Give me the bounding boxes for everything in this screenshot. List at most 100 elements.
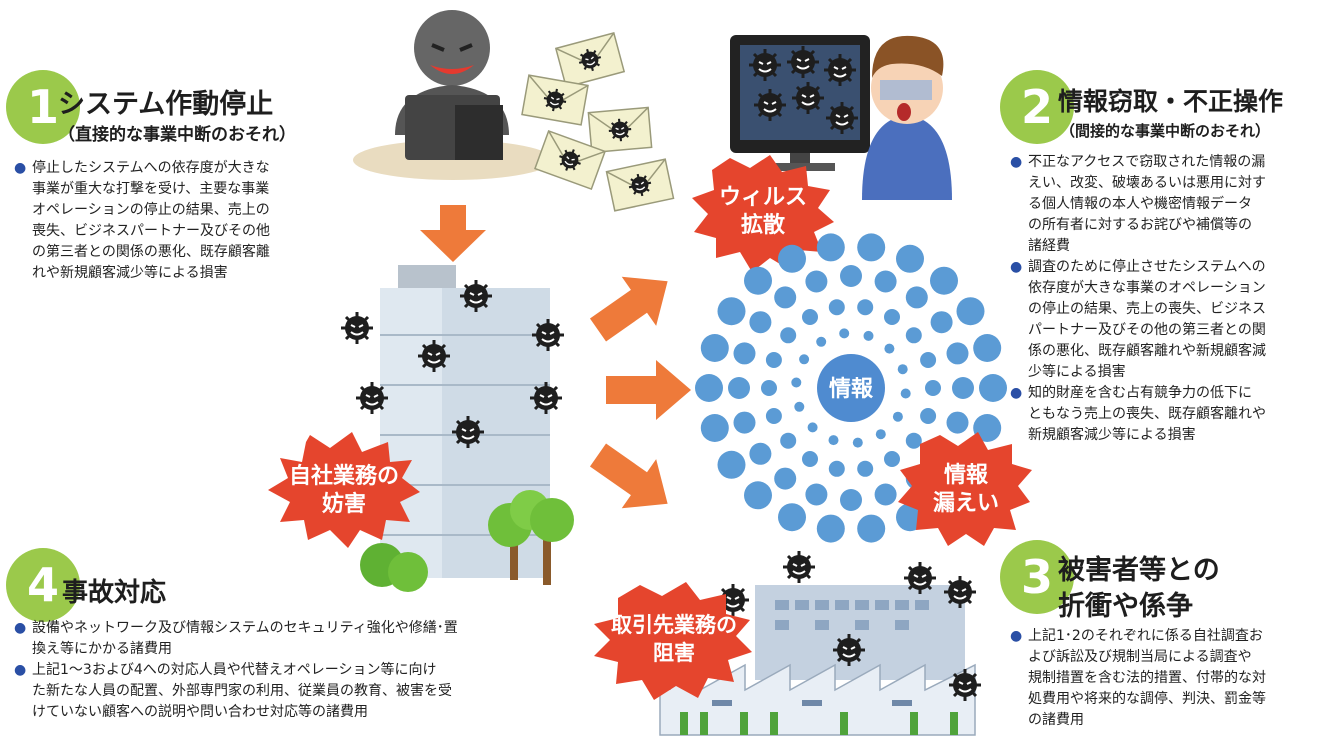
panel2-title: 情報窃取・不正操作 [1058, 87, 1284, 116]
panel2-bullet-text: 調査のために停止させたシステムへの 依存度が大きな事業のオペレーション の停止の… [1028, 259, 1266, 380]
panel4-number-badge: 4 [6, 548, 80, 622]
info-dot [905, 327, 922, 344]
info-center-label: 情報 [829, 376, 874, 402]
info-dot [930, 311, 953, 334]
panel1-bullet-text: 停止したシステムへの依存度が大きな 事業が重大な打撃を受け、主要な事業 オペレー… [32, 160, 270, 281]
info-dot [733, 342, 756, 365]
info-dot [733, 411, 756, 434]
info-dot [946, 342, 969, 365]
info-dot [839, 328, 850, 339]
info-dot [930, 266, 958, 295]
info-dot [799, 354, 810, 365]
list-item: 不正なアクセスで窃取された情報の漏 えい、改変、破壊あるいは悪用に対す る個人情… [1010, 152, 1335, 257]
info-dot [874, 270, 897, 293]
info-dot [717, 450, 746, 479]
partner-business-label-line1: 取引先業務の [611, 613, 737, 637]
info-dot [857, 233, 886, 262]
panel3-title-line1: 被害者等との [1058, 555, 1220, 586]
virus-spread-burst [692, 155, 834, 272]
info-dot [728, 377, 750, 399]
info-dot [896, 244, 924, 273]
info-dot [874, 483, 897, 506]
info-dot [807, 422, 818, 433]
partner-business-label-line2: 阻害 [653, 641, 695, 665]
info-dot [778, 244, 806, 273]
info-dot [900, 388, 911, 399]
info-dot [717, 297, 746, 326]
panel4-bullet-list: 設備やネットワーク及び情報システムのセキュリティ強化や修繕･置 換え等にかかる諸… [14, 618, 594, 723]
own-business-label-line2: 妨害 [322, 491, 366, 517]
info-dot [884, 309, 900, 325]
list-item: 設備やネットワーク及び情報システムのセキュリティ強化や修繕･置 換え等にかかる諸… [14, 618, 594, 660]
info-dot [973, 334, 1002, 362]
info-dot [884, 451, 900, 467]
info-dot [765, 408, 782, 424]
panel3-title-line2: 折衝や係争 [1058, 591, 1193, 622]
computer-virus-icon [730, 35, 870, 171]
list-item: 上記1～3および4への対応人員や代替えオペレーション等に向け た新たな人員の配置… [14, 660, 594, 723]
arrow-icon [580, 256, 685, 355]
info-dot [946, 411, 969, 434]
panel1-number-badge: 1 [6, 70, 80, 144]
own-business-label-line1: 自社業務の [289, 463, 399, 489]
info-leak-label-line2: 漏えい [933, 490, 999, 516]
info-dot [805, 270, 828, 293]
info-dot [828, 299, 845, 316]
info-dot [780, 432, 797, 449]
virus-spread-label-line2: 拡散 [741, 213, 786, 238]
info-dot [857, 460, 874, 477]
list-item: 知的財産を含む占有競争力の低下に ともなう売上の喪失、既存顧客離れや 新規顧客減… [1010, 383, 1335, 446]
info-dot [863, 330, 874, 341]
info-dot [956, 297, 985, 326]
info-dot [816, 514, 845, 543]
info-dot [695, 374, 723, 402]
info-dot [973, 414, 1002, 442]
info-dot [774, 286, 797, 309]
info-dot [840, 265, 862, 287]
list-item: 上記1･2のそれぞれに係る自社調査お よび訴訟及び規制当局による調査や 規制措置… [1010, 626, 1335, 731]
panel4-bullet-text: 上記1～3および4への対応人員や代替えオペレーション等に向け た新たな人員の配置… [32, 662, 452, 720]
office-building-icon [339, 265, 566, 578]
info-dot [884, 343, 895, 354]
panel2-subtitle: （間接的な事業中断のおそれ） [1060, 122, 1271, 140]
panel3-bullet-list: 上記1･2のそれぞれに係る自社調査お よび訴訟及び規制当局による調査や 規制措置… [1010, 626, 1335, 731]
info-dot [952, 377, 974, 399]
info-dot [920, 352, 937, 368]
info-dot [749, 311, 772, 334]
info-dot [816, 233, 845, 262]
hacker-icon [353, 10, 553, 180]
panel1-title: システム作動停止 [58, 89, 274, 120]
info-dot [920, 408, 937, 424]
list-item: 停止したシステムへの依存度が大きな 事業が重大な打撃を受け、主要な事業 オペレー… [14, 158, 374, 284]
info-dot [905, 432, 922, 449]
info-dot [828, 435, 839, 446]
info-dot [700, 414, 729, 442]
info-dot [765, 352, 782, 368]
info-dot [925, 380, 941, 396]
info-dot [761, 380, 777, 396]
info-dot [802, 309, 818, 325]
info-dot [840, 489, 862, 511]
info-dot [802, 451, 818, 467]
info-dot [744, 266, 772, 295]
panel1-subtitle: （直接的な事業中断のおそれ） [58, 125, 296, 145]
virus-email-icon [521, 32, 675, 212]
info-leak-label-line1: 情報 [944, 462, 989, 488]
info-dot [700, 334, 729, 362]
panel2-number-badge: 2 [1000, 70, 1074, 144]
info-dot [794, 401, 805, 412]
own-business-burst [268, 432, 420, 548]
partner-business-burst [594, 582, 752, 700]
virus-spread-label-line1: ウィルス [719, 185, 807, 210]
info-dot [774, 467, 797, 490]
panel3-number-badge: 3 [1000, 540, 1074, 614]
arrow-icon [606, 360, 691, 420]
info-dot [816, 336, 827, 347]
info-dot [892, 411, 903, 422]
info-dot [828, 460, 845, 477]
info-dot [857, 514, 886, 543]
info-dot [857, 299, 874, 316]
panel2-bullet-text: 知的財産を含む占有競争力の低下に ともなう売上の喪失、既存顧客離れや 新規顧客減… [1028, 385, 1266, 443]
info-dot [852, 437, 863, 448]
